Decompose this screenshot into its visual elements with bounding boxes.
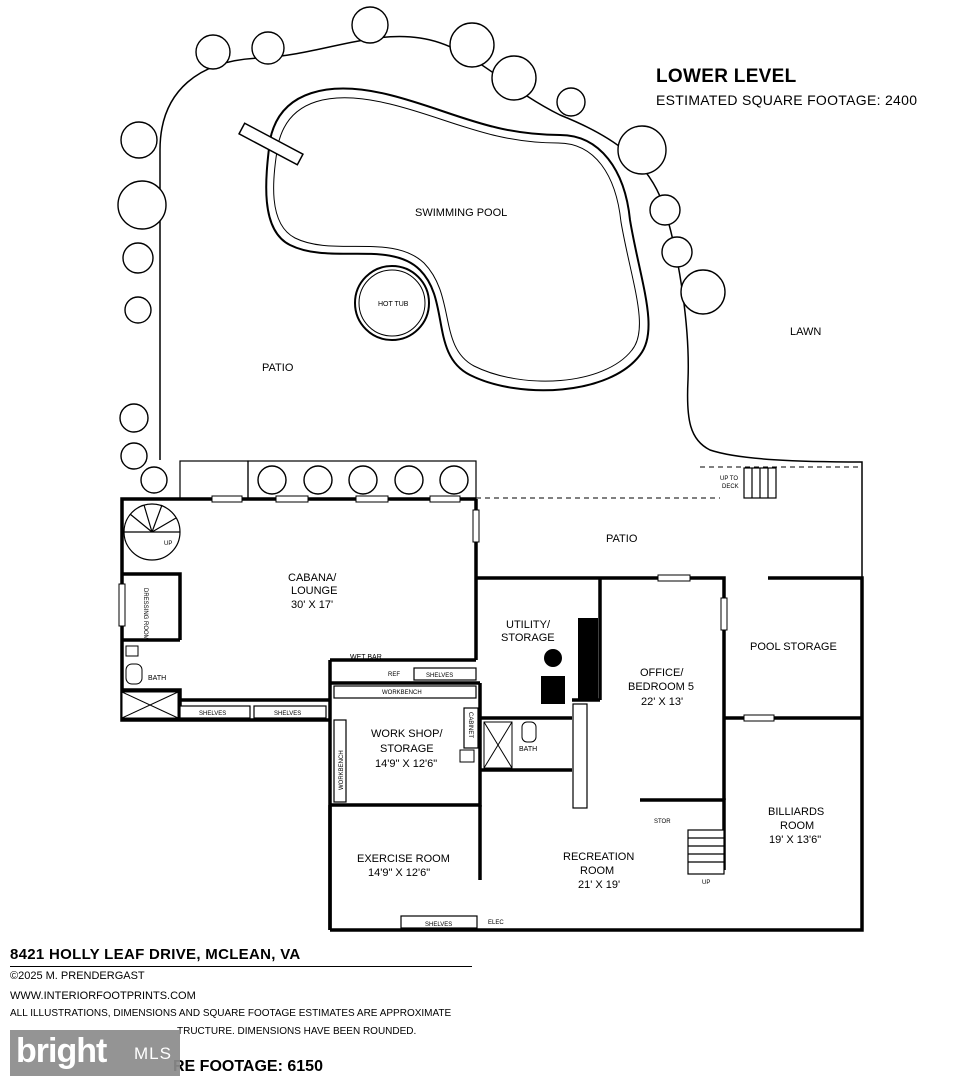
water-heater-block bbox=[578, 618, 598, 700]
billiards-dims: 19' X 13'6" bbox=[769, 834, 821, 846]
shelves-label-cabana-1: SHELVES bbox=[199, 711, 226, 717]
recreation-name-line2: ROOM bbox=[580, 865, 614, 877]
hot-tub-label: HOT TUB bbox=[378, 301, 409, 308]
spiral-stair bbox=[123, 503, 181, 561]
dressing-room-label: DRESSING ROOM bbox=[142, 588, 148, 640]
billiards-name-line2: ROOM bbox=[780, 820, 814, 832]
property-address: 8421 HOLLY LEAF DRIVE, MCLEAN, VA bbox=[10, 946, 301, 963]
spiral-up-label: UP bbox=[164, 541, 172, 547]
building-walls bbox=[120, 497, 864, 932]
tree bbox=[556, 87, 586, 117]
total-square-footage: RE FOOTAGE: 6150 bbox=[173, 1058, 323, 1075]
cabana-name-line1: CABANA/ bbox=[288, 572, 337, 584]
footer-divider bbox=[10, 966, 472, 967]
furnace bbox=[541, 676, 565, 704]
utility-name-line2: STORAGE bbox=[501, 632, 555, 644]
elec-label: ELEC bbox=[488, 920, 504, 926]
lawn-label: LAWN bbox=[790, 326, 821, 338]
cabana-dims: 30' X 17' bbox=[291, 599, 333, 611]
recreation-dims: 21' X 19' bbox=[578, 879, 620, 891]
tree bbox=[394, 465, 424, 495]
office-name-line2: BEDROOM 5 bbox=[628, 681, 694, 693]
windows bbox=[118, 495, 775, 722]
tree bbox=[491, 55, 537, 101]
shelves-label-exercise: SHELVES bbox=[425, 922, 452, 928]
up-to-deck-label-line2: DECK bbox=[722, 484, 739, 490]
disclaimer-line-2: TRUCTURE. DIMENSIONS HAVE BEEN ROUNDED. bbox=[177, 1026, 417, 1037]
stor-label: STOR bbox=[654, 819, 671, 825]
wet-bar-label: WET BAR bbox=[350, 654, 382, 661]
deck-outline-dashed bbox=[476, 466, 862, 499]
website-link[interactable]: WWW.INTERIORFOOTPRINTS.COM bbox=[10, 990, 196, 1002]
mls-wordmark: MLS bbox=[134, 1044, 172, 1063]
tree bbox=[439, 465, 469, 495]
exercise-room-label: EXERCISE ROOM bbox=[357, 853, 450, 865]
bath-fixtures bbox=[121, 645, 537, 769]
brand-wordmark: bright bbox=[16, 1032, 107, 1070]
tree bbox=[449, 22, 495, 68]
workshop-name-line1: WORK SHOP/ bbox=[371, 728, 443, 740]
bath-center-label: BATH bbox=[519, 746, 537, 753]
tree bbox=[119, 403, 149, 433]
water-tank bbox=[544, 649, 562, 667]
swimming-pool-label: SWIMMING POOL bbox=[415, 207, 507, 219]
main-stair bbox=[687, 829, 725, 875]
tree bbox=[351, 6, 389, 44]
up-to-deck-label-line1: UP TO bbox=[720, 476, 738, 482]
ref-label: REF bbox=[388, 672, 400, 678]
workbench-label-north: WORKBENCH bbox=[382, 690, 422, 696]
patio-west-label: PATIO bbox=[262, 362, 294, 374]
workbench-label-west: WORKBENCH bbox=[339, 750, 345, 790]
hot-tub-inner bbox=[358, 269, 426, 337]
tree bbox=[124, 296, 152, 324]
exercise-room-dims: 14'9" X 12'6" bbox=[368, 867, 430, 879]
tree bbox=[680, 269, 726, 315]
shelves-label-cabana-2: SHELVES bbox=[274, 711, 301, 717]
tree bbox=[140, 466, 168, 494]
shelving-units bbox=[179, 667, 588, 929]
pool-storage-label: POOL STORAGE bbox=[750, 641, 837, 653]
tree bbox=[257, 465, 287, 495]
tree bbox=[251, 31, 285, 65]
tree bbox=[303, 465, 333, 495]
bath-west-label: BATH bbox=[148, 675, 166, 682]
planter-bed bbox=[179, 460, 249, 500]
tree bbox=[617, 125, 667, 175]
deck-stair bbox=[743, 467, 777, 499]
bright-mls-watermark: bright MLS bbox=[10, 1030, 180, 1076]
billiards-name-line1: BILLIARDS bbox=[768, 806, 824, 818]
tree bbox=[120, 121, 158, 159]
tree bbox=[117, 180, 167, 230]
floor-square-footage: ESTIMATED SQUARE FOOTAGE: 2400 bbox=[656, 92, 918, 108]
pool-outline-inner bbox=[273, 97, 640, 382]
tree bbox=[122, 242, 154, 274]
patio-south-label: PATIO bbox=[606, 533, 638, 545]
shelves-label-wetbar: SHELVES bbox=[426, 673, 453, 679]
cabana-name-line2: LOUNGE bbox=[291, 585, 337, 597]
office-name-line1: OFFICE/ bbox=[640, 667, 684, 679]
utility-name-line1: UTILITY/ bbox=[506, 619, 551, 631]
diving-board bbox=[238, 122, 304, 166]
tree bbox=[649, 194, 681, 226]
office-dims: 22' X 13' bbox=[641, 696, 683, 708]
workshop-name-line2: STORAGE bbox=[380, 743, 434, 755]
workshop-dims: 14'9" X 12'6" bbox=[375, 758, 437, 770]
floor-title: LOWER LEVEL bbox=[656, 66, 797, 87]
recreation-name-line1: RECREATION bbox=[563, 851, 634, 863]
disclaimer-line-1: ALL ILLUSTRATIONS, DIMENSIONS AND SQUARE… bbox=[10, 1008, 452, 1019]
pool-outline bbox=[265, 87, 650, 392]
trees bbox=[117, 6, 726, 495]
hot-tub bbox=[354, 265, 430, 341]
tree bbox=[348, 465, 378, 495]
tree bbox=[661, 236, 693, 268]
copyright-notice: ©2025 M. PRENDERGAST bbox=[10, 970, 145, 982]
cabinet-label: CABINET bbox=[467, 712, 473, 738]
tree bbox=[120, 442, 148, 470]
tree bbox=[195, 34, 231, 70]
main-stair-up-label: UP bbox=[702, 880, 710, 886]
